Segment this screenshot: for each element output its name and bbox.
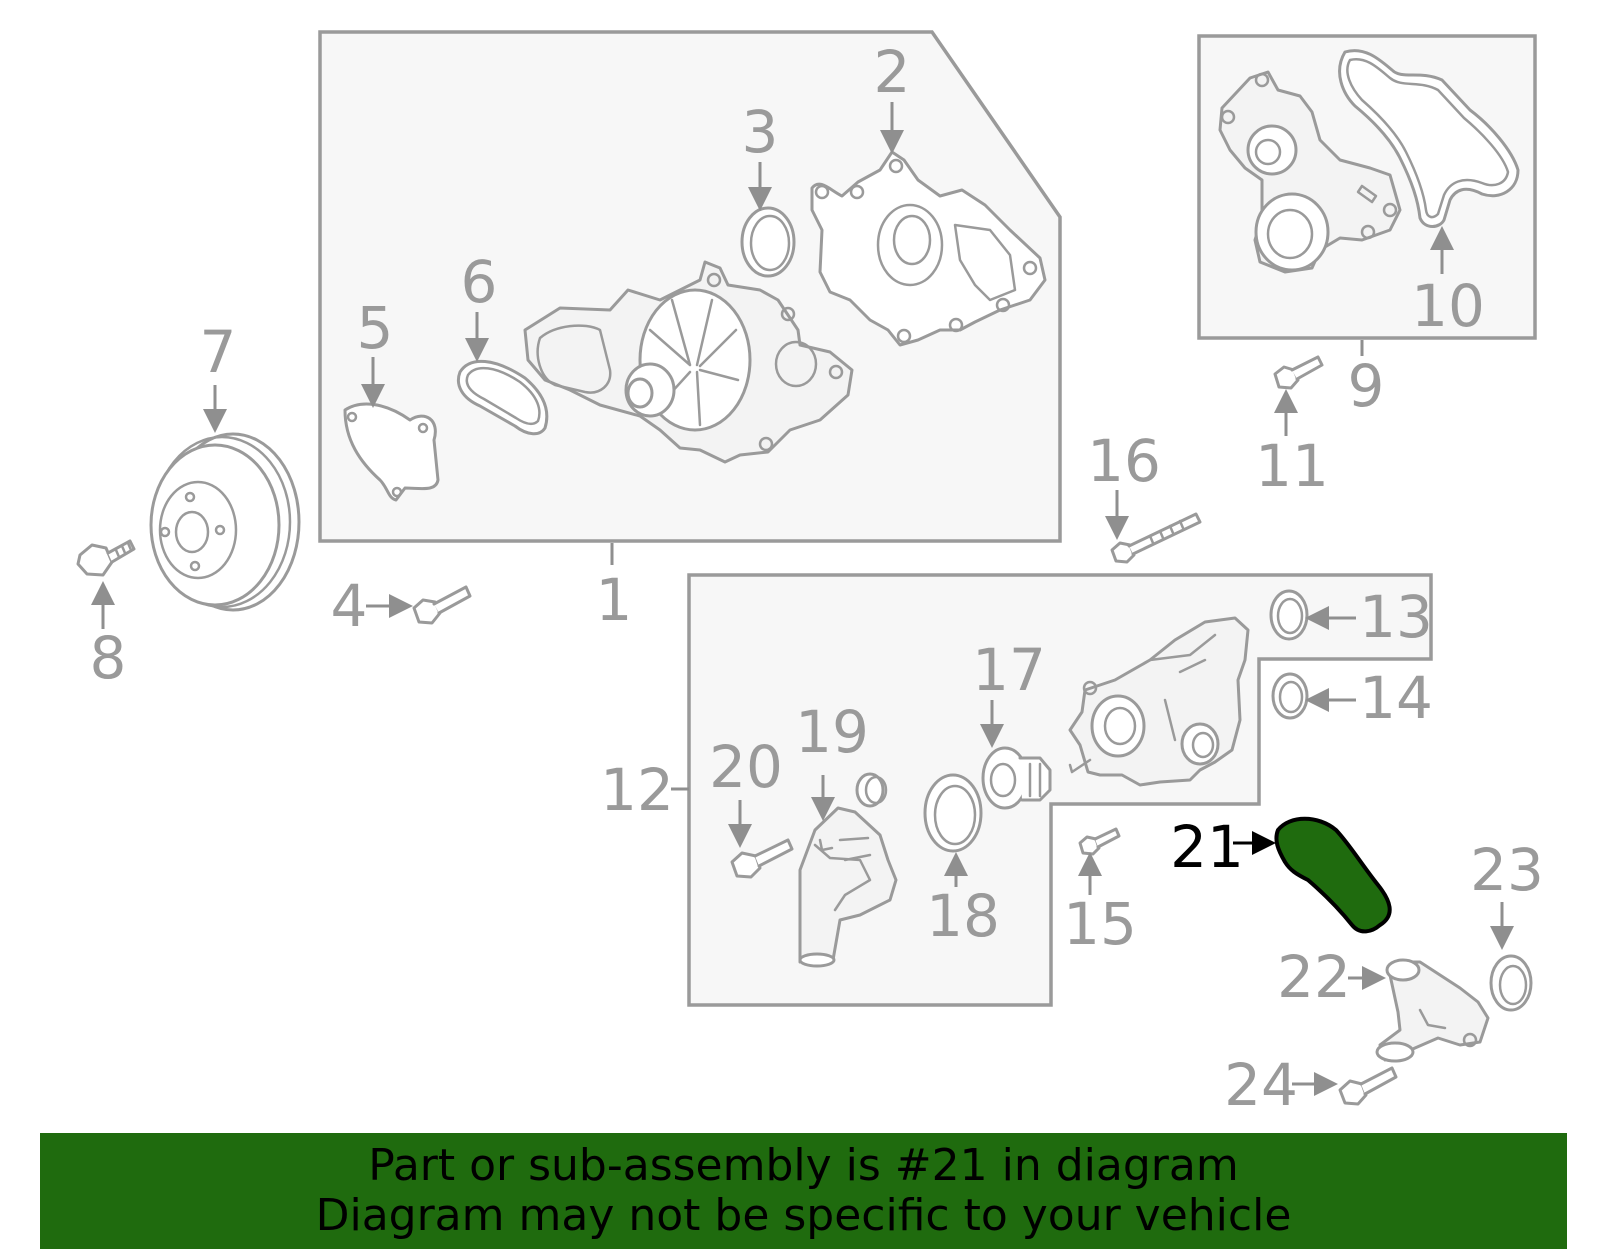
part-24-bolt (1338, 1066, 1398, 1106)
part-3-o-ring (740, 206, 796, 278)
part-5-cover-gasket (343, 402, 440, 502)
part-12-thermostat-housing (1068, 616, 1250, 787)
callout-17: 17 (972, 636, 1046, 704)
callout-23: 23 (1470, 836, 1544, 904)
callout-21: 21 (1170, 813, 1244, 881)
leader-lines (91, 102, 1514, 1096)
callout-9: 9 (1348, 352, 1385, 420)
part-11-bolt (1273, 355, 1324, 390)
callout-18: 18 (926, 882, 1000, 950)
callout-16: 16 (1087, 427, 1161, 495)
part-8-bolt (76, 539, 136, 577)
part-19-water-outlet (798, 806, 898, 968)
part-16-bolt (1110, 512, 1202, 564)
part-14-o-ring (1271, 672, 1309, 720)
callout-15: 15 (1063, 890, 1137, 958)
callout-13: 13 (1359, 583, 1433, 651)
part-1-water-pump (523, 260, 854, 464)
callout-7: 7 (200, 318, 237, 386)
part-20-bolt (730, 838, 794, 879)
callout-20: 20 (709, 733, 783, 801)
banner-line-2: Diagram may not be specific to your vehi… (315, 1190, 1292, 1241)
callout-8: 8 (90, 624, 127, 692)
part-7-pulley (149, 432, 301, 612)
callout-22: 22 (1277, 943, 1351, 1011)
part-6-gasket (456, 359, 549, 436)
part-17-thermostat (981, 746, 1052, 810)
part-2-gasket (810, 150, 1047, 347)
part-13-o-ring (1269, 589, 1309, 641)
callout-6: 6 (461, 248, 498, 316)
callout-11: 11 (1255, 432, 1329, 500)
part-21-hose-highlighted (1274, 816, 1392, 934)
callout-10: 10 (1411, 272, 1485, 340)
part-23-o-ring (1489, 954, 1533, 1012)
callout-2: 2 (874, 38, 911, 106)
part-15-bolt (1078, 827, 1121, 856)
callout-12: 12 (600, 756, 674, 824)
callout-14: 14 (1359, 664, 1433, 732)
callout-19: 19 (795, 698, 869, 766)
callout-3: 3 (742, 98, 779, 166)
callout-5: 5 (357, 294, 394, 362)
info-banner: Part or sub-assembly is #21 in diagram D… (40, 1133, 1567, 1249)
banner-line-1: Part or sub-assembly is #21 in diagram (368, 1140, 1239, 1191)
part-18-gasket (923, 773, 983, 853)
part-19-bushing (855, 772, 888, 808)
part-22-water-outlet (1375, 958, 1490, 1063)
part-4-bolt (412, 585, 472, 625)
callout-4: 4 (331, 572, 368, 640)
part-9-pump-assembly (1218, 49, 1520, 274)
callout-24: 24 (1224, 1051, 1298, 1119)
callout-1: 1 (596, 566, 633, 634)
